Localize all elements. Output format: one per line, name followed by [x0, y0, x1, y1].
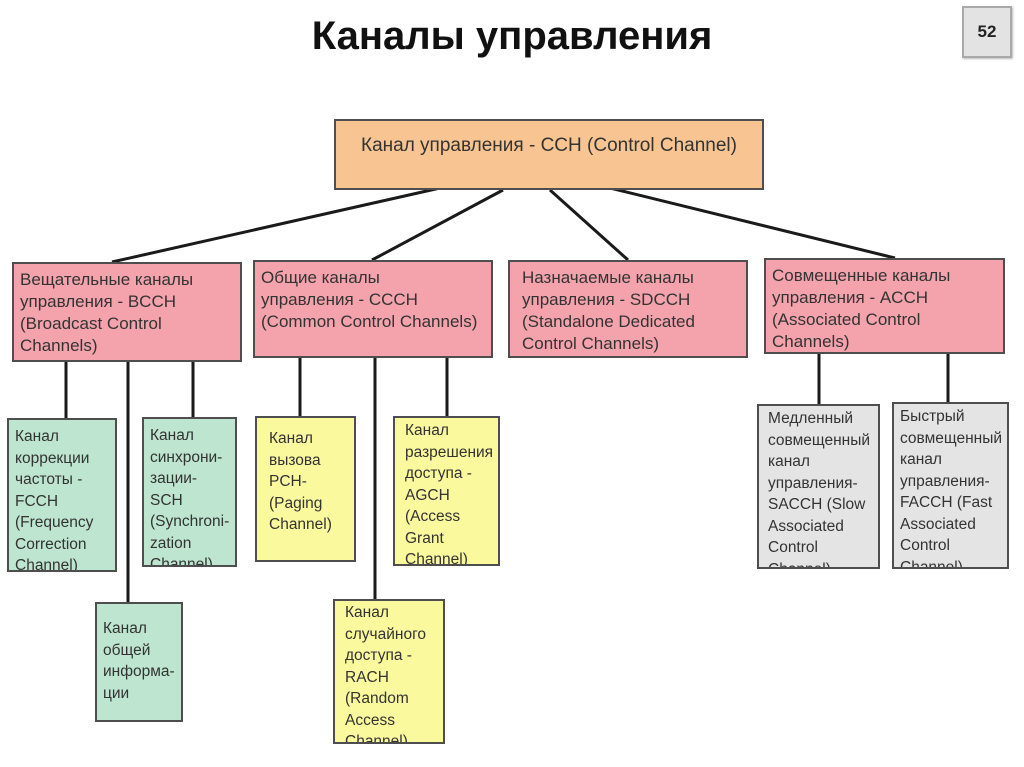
connector-root-bcch — [111, 186, 441, 264]
slide-title: Каналы управления — [311, 14, 713, 58]
root-box-cch: Канал управления - CCH (Control Channel) — [334, 119, 764, 190]
category-box-sdcch: Назначаемые каналы управления - SDCCH (S… — [508, 260, 748, 358]
connector-root-acch — [609, 186, 896, 260]
channel-box-sacch: Медленный совмещенный канал управления- … — [757, 404, 880, 569]
page-number-badge: 52 — [962, 6, 1012, 58]
channel-box-fcch: Канал коррекции частоты -FCCH (Frequency… — [7, 418, 117, 572]
channel-box-general-info: Канал общей информа- ции — [95, 602, 183, 722]
category-box-acch: Совмещенные каналы управления - ACCH (As… — [764, 258, 1005, 354]
channel-box-pch: Канал вызова PCH- (Paging Channel) — [255, 416, 356, 562]
connector-root-sdcch — [548, 188, 630, 262]
channel-box-facch: Быстрый совмещенный канал управления- FA… — [892, 402, 1009, 569]
category-box-ccch: Общие каналы управления - CCCH (Common C… — [253, 260, 493, 358]
connector-root-ccch — [371, 188, 504, 262]
channel-box-rach: Канал случайного доступа - RACH (Random … — [333, 599, 445, 744]
channel-box-sch: Канал синхрони- зации-SCH (Synchroni- za… — [142, 417, 237, 567]
channel-box-agch: Канал разрешения доступа - AGCH (Access … — [393, 416, 500, 566]
category-box-bcch: Вещательные каналы управления - BCCH (Br… — [12, 262, 242, 362]
